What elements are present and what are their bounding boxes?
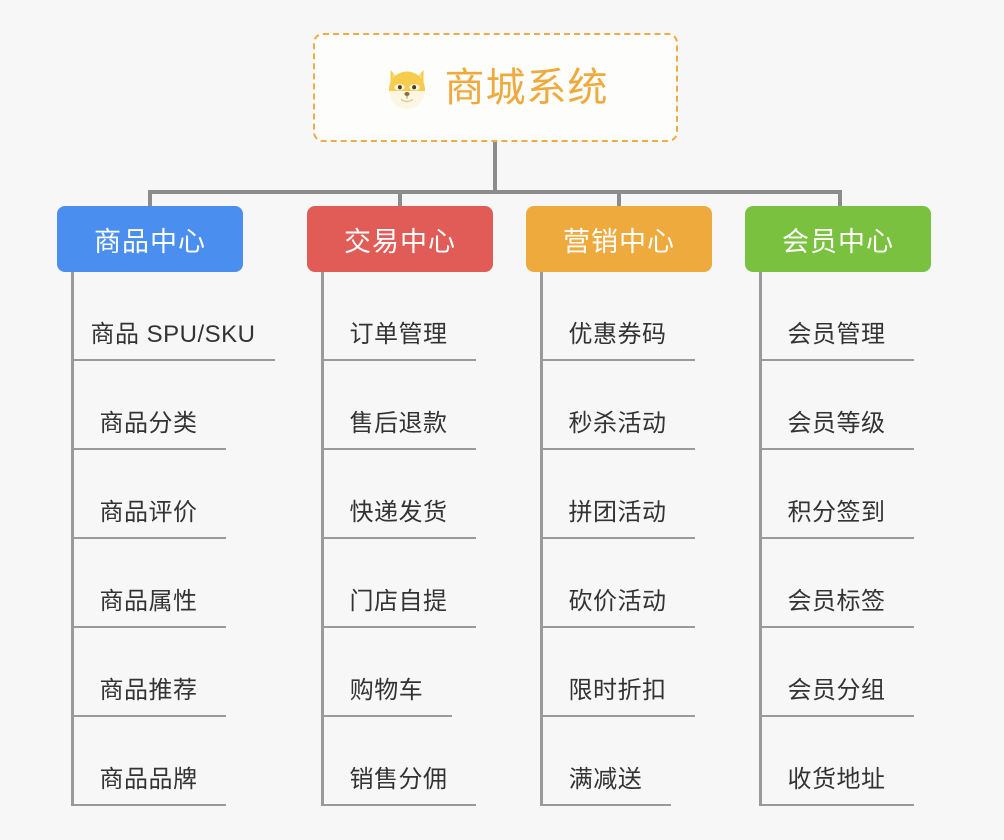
leaf-item-label: 销售分佣 (349, 766, 448, 793)
leaf-item[interactable]: 商品分类 (71, 361, 226, 450)
leaf-item-label: 商品属性 (99, 588, 198, 615)
leaf-item-label: 商品评价 (99, 499, 198, 526)
shiba-dog-face-icon (383, 64, 431, 112)
connector-drop-member-center (838, 190, 842, 208)
leaf-item-label: 会员分组 (787, 677, 886, 704)
root-node-shop-system[interactable]: 商城系统 (313, 33, 678, 142)
leaf-item[interactable]: 会员等级 (759, 361, 914, 450)
leaf-item[interactable]: 售后退款 (321, 361, 476, 450)
leaf-item-label: 会员标签 (787, 588, 886, 615)
category-box-product-center[interactable]: 商品中心 (57, 206, 243, 272)
column-trunk-line (540, 272, 543, 806)
leaf-item-label: 商品品牌 (99, 766, 198, 793)
leaf-item[interactable]: 快递发货 (321, 450, 476, 539)
leaf-item[interactable]: 收货地址 (759, 717, 914, 806)
leaf-item[interactable]: 订单管理 (321, 272, 476, 361)
leaf-item[interactable]: 秒杀活动 (540, 361, 695, 450)
root-title: 商城系统 (444, 65, 609, 110)
leaf-item-label: 商品分类 (99, 410, 198, 437)
leaf-item[interactable]: 购物车 (321, 628, 452, 717)
leaf-item-label: 积分签到 (787, 499, 886, 526)
leaf-item-label: 满减送 (568, 766, 643, 793)
leaf-item[interactable]: 商品 SPU/SKU (71, 272, 275, 361)
leaf-item[interactable]: 优惠券码 (540, 272, 695, 361)
connector-drop-marketing-center (617, 190, 621, 208)
leaf-item-label: 拼团活动 (568, 499, 667, 526)
leaf-item[interactable]: 会员管理 (759, 272, 914, 361)
column-trunk-line (321, 272, 324, 806)
leaf-item[interactable]: 会员分组 (759, 628, 914, 717)
category-box-member-center[interactable]: 会员中心 (745, 206, 931, 272)
leaf-item-label: 商品推荐 (99, 677, 198, 704)
leaf-item[interactable]: 门店自提 (321, 539, 476, 628)
category-box-marketing-center[interactable]: 营销中心 (526, 206, 712, 272)
column-trunk-line (71, 272, 74, 806)
leaf-item[interactable]: 会员标签 (759, 539, 914, 628)
leaf-item[interactable]: 商品评价 (71, 450, 226, 539)
leaf-item-label: 商品 SPU/SKU (90, 321, 256, 348)
leaf-item-label: 会员等级 (787, 410, 886, 437)
connector-root-stem (493, 142, 497, 192)
leaf-item-label: 门店自提 (349, 588, 448, 615)
leaf-item-label: 售后退款 (349, 410, 448, 437)
leaf-item[interactable]: 销售分佣 (321, 717, 476, 806)
leaf-item-label: 限时折扣 (568, 677, 667, 704)
leaf-item[interactable]: 积分签到 (759, 450, 914, 539)
leaf-item[interactable]: 砍价活动 (540, 539, 695, 628)
leaf-item-label: 会员管理 (787, 321, 886, 348)
leaf-item-label: 收货地址 (787, 766, 886, 793)
leaf-item-label: 秒杀活动 (568, 410, 667, 437)
category-box-trade-center[interactable]: 交易中心 (307, 206, 493, 272)
leaf-item[interactable]: 商品推荐 (71, 628, 226, 717)
category-label: 交易中心 (344, 226, 456, 257)
leaf-item[interactable]: 满减送 (540, 717, 671, 806)
leaf-item-label: 快递发货 (349, 499, 448, 526)
leaf-item-label: 砍价活动 (568, 588, 667, 615)
leaf-item[interactable]: 商品品牌 (71, 717, 226, 806)
leaf-item-label: 购物车 (349, 677, 424, 704)
column-trunk-line (759, 272, 762, 806)
leaf-item-label: 订单管理 (349, 321, 448, 348)
leaf-item[interactable]: 限时折扣 (540, 628, 695, 717)
leaf-item[interactable]: 拼团活动 (540, 450, 695, 539)
connector-drop-trade-center (398, 190, 402, 208)
category-label: 会员中心 (782, 226, 894, 257)
category-label: 商品中心 (94, 226, 206, 257)
leaf-item[interactable]: 商品属性 (71, 539, 226, 628)
category-label: 营销中心 (563, 226, 675, 257)
connector-horizontal-bus (148, 190, 842, 194)
connector-drop-product-center (148, 190, 152, 208)
leaf-item-label: 优惠券码 (568, 321, 667, 348)
